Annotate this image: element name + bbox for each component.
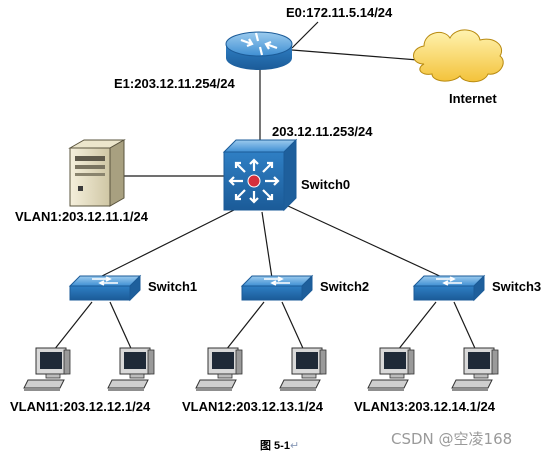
switch2-icon bbox=[240, 274, 314, 302]
switch3-icon bbox=[412, 274, 486, 302]
router-e1-label: E1:203.12.11.254/24 bbox=[114, 76, 235, 91]
pc-icon bbox=[23, 347, 71, 391]
router-e0-label: E0:172.11.5.14/24 bbox=[286, 5, 393, 20]
link-router-internet bbox=[291, 49, 419, 61]
server-icon bbox=[68, 139, 126, 207]
router-icon bbox=[225, 31, 293, 70]
pc-icon bbox=[451, 347, 499, 391]
link-switch1-pc1 bbox=[49, 301, 93, 356]
internet-label: Internet bbox=[449, 91, 497, 106]
switch0-core-dot bbox=[247, 174, 261, 188]
link-switch2-pc2 bbox=[281, 301, 307, 356]
internet-cloud-icon bbox=[413, 29, 504, 83]
pc-icon bbox=[107, 347, 155, 391]
switch0-icon bbox=[222, 138, 298, 212]
link-switch0-switch3 bbox=[287, 205, 445, 279]
switch2-label: Switch2 bbox=[320, 279, 370, 294]
figure-caption: 图 5-1↵ bbox=[260, 437, 299, 453]
caption-return-mark: ↵ bbox=[289, 440, 300, 452]
switch2-vlan-label: VLAN12:203.12.13.1/24 bbox=[182, 399, 323, 414]
switch1-icon bbox=[68, 274, 142, 302]
link-switch1-pc2 bbox=[109, 301, 135, 356]
link-switch2-pc1 bbox=[221, 301, 265, 356]
links bbox=[49, 21, 479, 356]
switch3-vlan-label: VLAN13:203.12.14.1/24 bbox=[354, 399, 495, 414]
csdn-watermark: CSDN @空凌168 bbox=[391, 430, 513, 448]
server-vlan-label: VLAN1:203.12.11.1/24 bbox=[15, 209, 148, 224]
pc-icon bbox=[279, 347, 327, 391]
switch1-vlan-label: VLAN11:203.12.12.1/24 bbox=[10, 399, 151, 414]
link-switch0-switch1 bbox=[97, 207, 239, 279]
switch3-label: Switch3 bbox=[492, 279, 542, 294]
link-router-e0-label bbox=[291, 21, 319, 49]
switch0-uplink-ip-label: 203.12.11.253/24 bbox=[272, 124, 373, 139]
pc-icon bbox=[195, 347, 243, 391]
link-switch3-pc2 bbox=[453, 301, 479, 356]
figure-caption-text: 图 5-1 bbox=[260, 440, 290, 452]
link-switch3-pc1 bbox=[393, 301, 437, 356]
link-switch0-switch2 bbox=[261, 211, 273, 279]
pc-icon bbox=[367, 347, 415, 391]
switch0-label: Switch0 bbox=[301, 177, 351, 192]
switch1-label: Switch1 bbox=[148, 279, 198, 294]
